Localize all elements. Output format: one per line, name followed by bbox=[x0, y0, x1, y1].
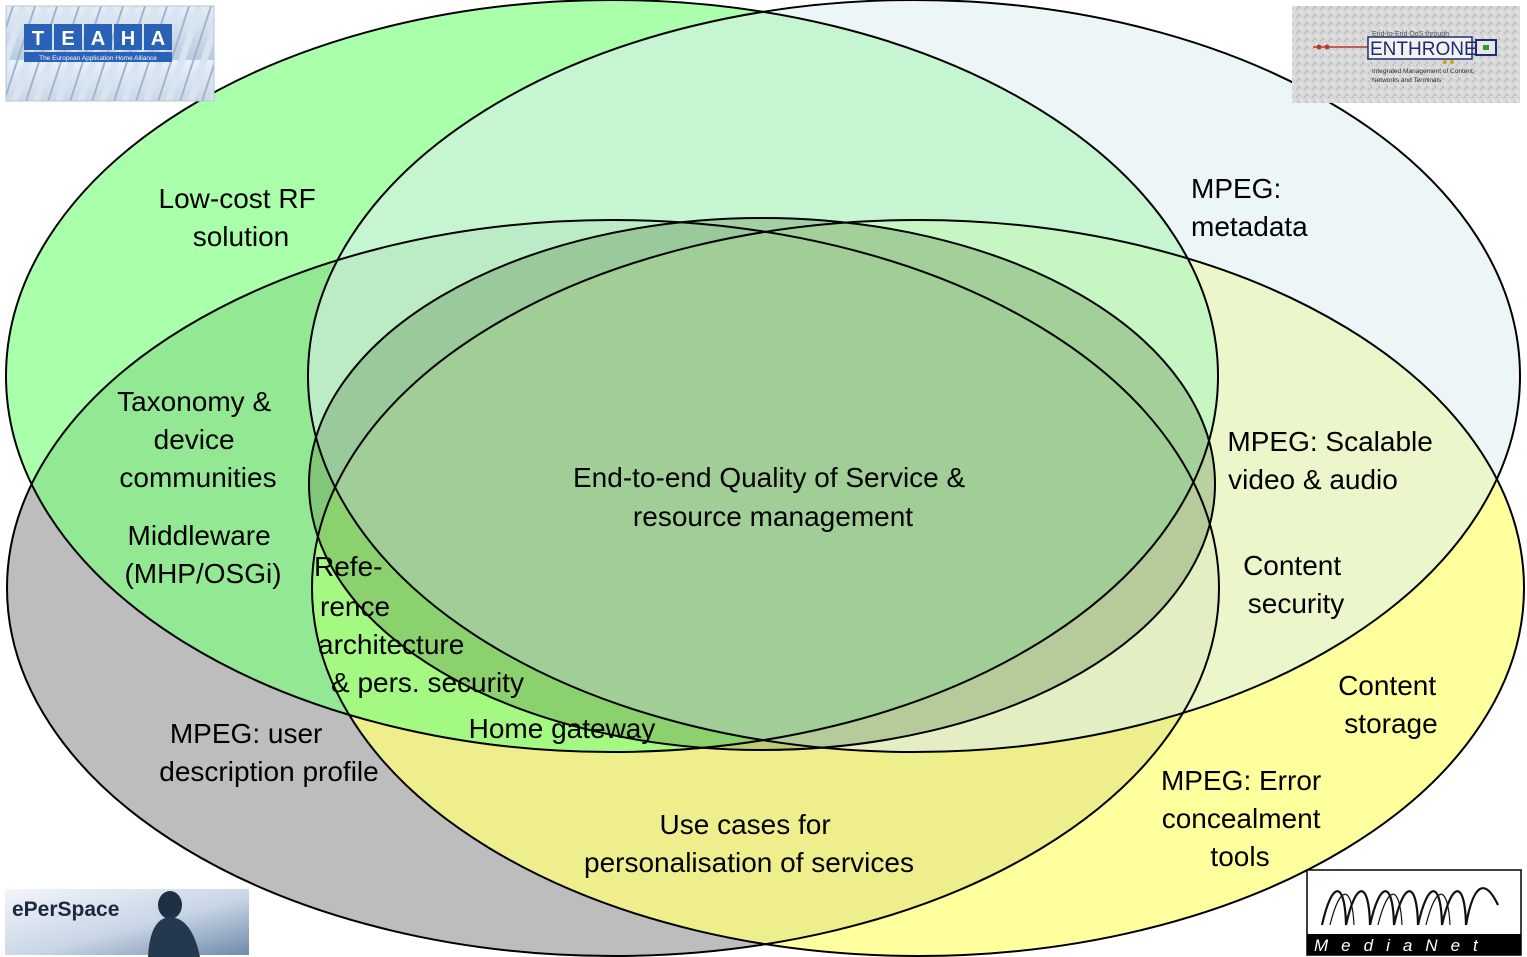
ellipse-mediane-outline bbox=[311, 219, 1525, 957]
enthrone-name: ENTHRONE bbox=[1370, 39, 1477, 60]
svg-text:H: H bbox=[121, 28, 135, 50]
label-qos: End-to-end Quality of Service & resource… bbox=[573, 462, 973, 532]
label-middleware: Middleware (MHP/OSGi) bbox=[124, 520, 281, 589]
label-taxonomy: Taxonomy & device communities bbox=[117, 386, 279, 493]
ellipse-enthrone-outline bbox=[307, 0, 1521, 753]
mediane-name: MediaNet bbox=[1314, 936, 1491, 955]
label-reference-architecture: Refe- rence architecture & pers. securit… bbox=[314, 551, 524, 698]
label-low-cost-rf: Low-cost RF solution bbox=[159, 183, 324, 252]
label-error-concealment: MPEG: Error concealment tools bbox=[1161, 765, 1329, 872]
ellipse-center bbox=[309, 218, 1215, 750]
label-scalable-video: MPEG: Scalable video & audio bbox=[1227, 426, 1440, 495]
venn-labels: Low-cost RF solution MPEG: metadata Taxo… bbox=[117, 173, 1444, 878]
ellipse-center-outline bbox=[308, 217, 1216, 751]
label-content-security: Content security bbox=[1243, 550, 1349, 619]
label-mpeg-metadata: MPEG: metadata bbox=[1191, 173, 1308, 242]
label-content-storage: Content storage bbox=[1338, 670, 1444, 739]
label-user-profile: MPEG: user description profile bbox=[159, 718, 378, 787]
svg-text:A: A bbox=[91, 28, 105, 50]
enthrone-logo: End-to-End QoS through ENTHRONE Integrat… bbox=[1292, 6, 1520, 103]
teaha-logo: T E A H A The European Application Home … bbox=[5, 5, 215, 102]
enthrone-tagline: End-to-End QoS through bbox=[1372, 31, 1449, 38]
mediane-waves-icon bbox=[1320, 887, 1499, 926]
svg-text:A: A bbox=[151, 28, 165, 50]
eperspace-name: ePerSpace bbox=[12, 898, 119, 921]
label-home-gateway: Home gateway bbox=[469, 713, 656, 744]
eperspace-logo: ePerSpace bbox=[5, 889, 249, 957]
svg-text:T: T bbox=[32, 28, 44, 50]
enthrone-subtitle-1: Integrated Management of Content, bbox=[1372, 68, 1475, 75]
person-silhouette-icon bbox=[148, 891, 200, 957]
venn-ellipses bbox=[5, 0, 1525, 957]
enthrone-subtitle-2: Networks and Terminals bbox=[1372, 77, 1442, 84]
label-use-cases: Use cases for personalisation of service… bbox=[584, 809, 914, 878]
ellipse-teaha-outline bbox=[5, 0, 1219, 753]
mediane-logo: MediaNet bbox=[1306, 869, 1522, 956]
ellipse-eperspace-outline bbox=[6, 219, 1220, 957]
teaha-subtitle: The European Application Home Alliance bbox=[39, 55, 157, 62]
teaha-letters: T E A H A bbox=[24, 24, 172, 50]
svg-text:E: E bbox=[61, 28, 74, 50]
